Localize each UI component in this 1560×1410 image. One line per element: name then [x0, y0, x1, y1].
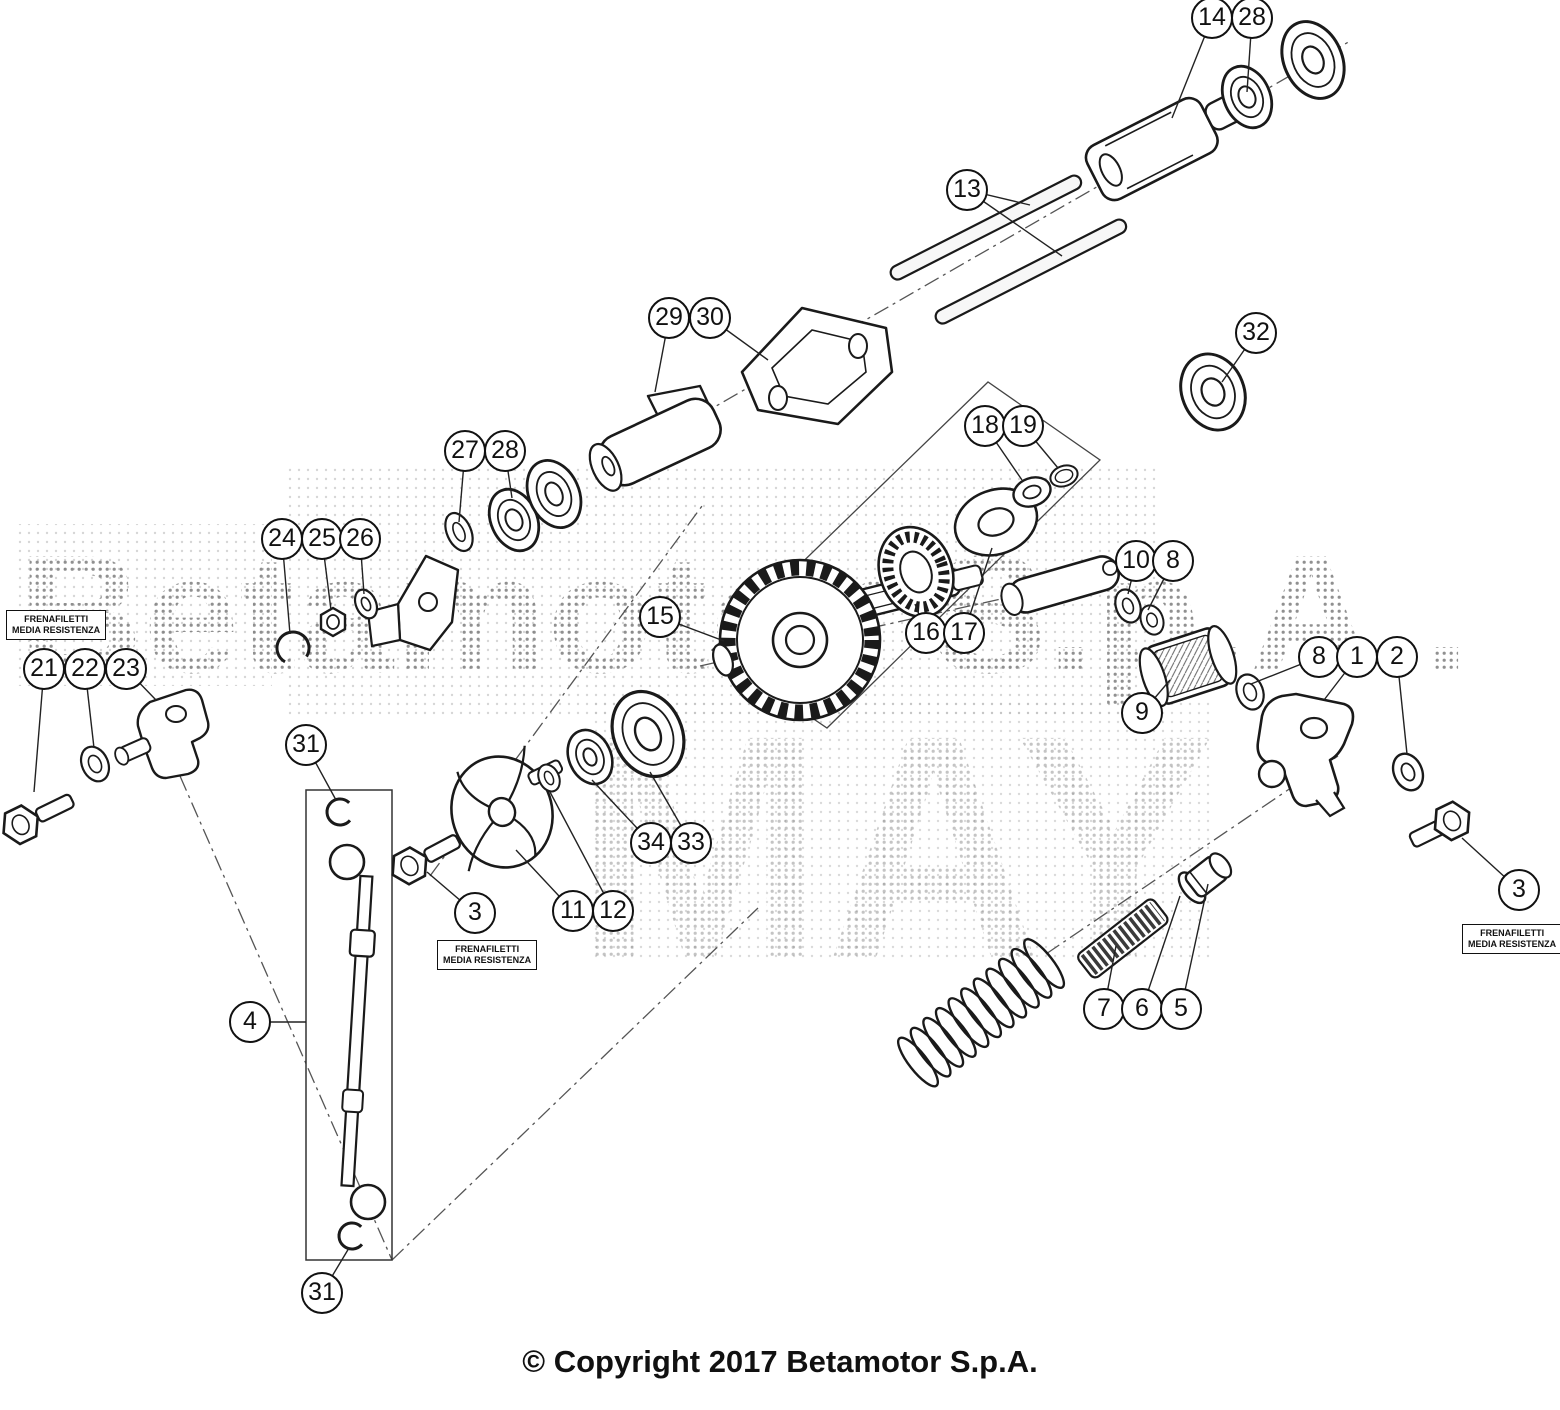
- washer-18: [1012, 476, 1052, 508]
- adjuster-spring-7: [1077, 898, 1169, 979]
- leader-line-29: [654, 317, 670, 393]
- tensioner-lever-29: [588, 384, 722, 492]
- nut-25: [319, 606, 347, 638]
- adjuster-cap-5-6: [1177, 852, 1233, 905]
- leader-line-3: [1461, 837, 1520, 891]
- push-rod-4: [328, 843, 387, 1221]
- bolt-21: [2, 793, 75, 846]
- bearing-32: [1179, 352, 1247, 432]
- washer-12: [537, 763, 561, 793]
- stopper-bracket-23: [114, 688, 210, 780]
- rocker-pin-assembly: [1084, 20, 1346, 202]
- clutch-fork-lever-1: [1256, 692, 1355, 818]
- leader-line-11: [515, 849, 574, 912]
- washer-27: [444, 511, 474, 553]
- leader-line-19: [1022, 425, 1059, 469]
- bearing-33: [610, 689, 686, 779]
- bearing-28-mid: [487, 459, 583, 553]
- pivot-bracket-30: [740, 306, 894, 426]
- coil-spring: [897, 938, 1066, 1088]
- needle-cage-16: [877, 525, 955, 619]
- washer-8-right: [1235, 673, 1265, 711]
- copyright-text: © Copyright 2017 Betamotor S.p.A.: [522, 1344, 1038, 1379]
- push-rods-13: [889, 174, 1128, 325]
- rod-detail-frame: [305, 789, 393, 1261]
- leader-line-30: [709, 317, 769, 361]
- washer-22: [79, 745, 111, 783]
- washer-8-left: [1139, 604, 1165, 636]
- washer-10: [1114, 588, 1142, 624]
- leader-line-3: [426, 871, 476, 914]
- circlip-31-bottom: [337, 1221, 367, 1251]
- spacer-26: [353, 588, 379, 620]
- needle-bushing-9: [1138, 625, 1238, 707]
- washer-2: [1391, 752, 1425, 792]
- bearing-28-top-b: [1280, 20, 1346, 100]
- bearing-34: [566, 728, 614, 786]
- leader-line-13: [966, 189, 1031, 206]
- bolt-3-right: [1408, 800, 1471, 848]
- washer-17: [953, 487, 1039, 557]
- leader-line-31: [305, 744, 337, 801]
- seal-19: [1049, 464, 1079, 488]
- bolt-3-left: [391, 834, 461, 886]
- circlip-31-top: [325, 797, 355, 827]
- leader-line-31: [321, 1247, 350, 1294]
- snap-ring-24: [275, 630, 311, 666]
- bearing-28-top-a: [1220, 64, 1274, 130]
